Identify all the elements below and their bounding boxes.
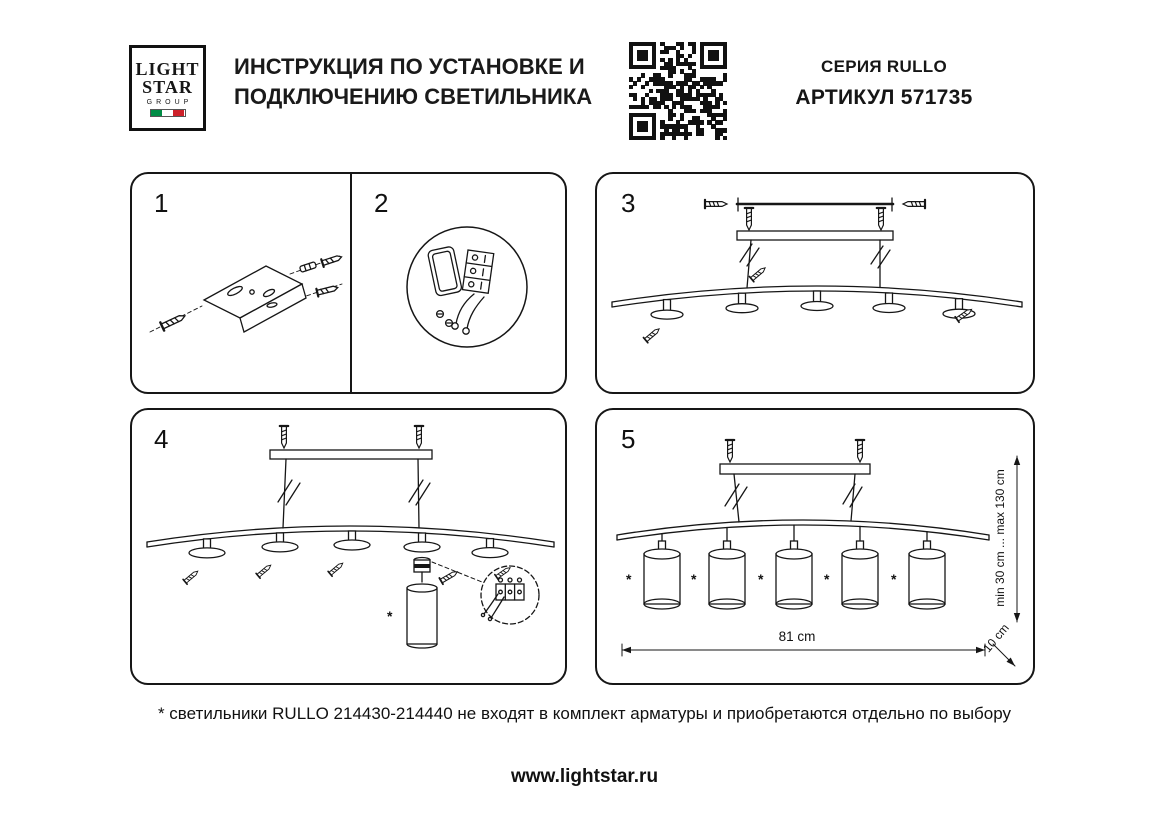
qr-finder [629,113,656,140]
track-arc [616,519,990,541]
screw-icon [278,424,290,450]
screw-icon [182,567,201,586]
asterisk-note-marker: * [387,608,393,624]
dowel-icon [299,261,317,273]
asterisk-note-marker: * [626,571,632,587]
step-4-diagram [146,424,555,649]
terminal-block [461,249,495,294]
screw-icon [438,567,461,586]
qr-finder [629,42,656,69]
lightstar-logo: LIGHT STAR GROUP [129,45,206,131]
dimension-width-label: 81 cm [778,629,816,644]
wire-connector-detail [406,226,528,348]
panel-step-5: 5 [595,408,1035,685]
screw-icon [875,206,887,232]
step-number-2: 2 [374,188,389,218]
screw-icon [413,424,425,450]
lampshade [406,583,438,649]
screw-icon [642,325,663,344]
screw-icon [724,438,736,464]
step-number-1: 1 [154,188,169,218]
panel-step-4: 4 [130,408,567,685]
article-label: АРТИКУЛ 571735 [795,86,973,109]
step-number-4: 4 [154,424,169,454]
step-number-5: 5 [621,424,636,454]
panel-step-3: 3 [595,172,1035,394]
footnote: * светильники RULLO 214430-214440 не вхо… [157,704,1012,723]
flag-stripe-red [173,110,185,116]
flag-stripe-green [150,110,162,116]
asterisk-note-marker: * [891,571,897,587]
panel-steps-1-2: 1 2 [130,172,567,394]
screw-icon [159,315,187,332]
step-5-diagram [616,438,1021,667]
italian-flag-icon [149,109,186,117]
screw-icon [901,198,927,210]
mounting-plate [269,449,433,460]
terminal-detail [480,565,540,625]
step-1-diagram [149,255,343,333]
asterisk-note-marker: * [824,571,830,587]
title-line-1: ИНСТРУКЦИЯ ПО УСТАНОВКЕ И [234,54,585,79]
lampshades [643,524,946,610]
series-label: СЕРИЯ RULLO [821,57,947,76]
mounting-plate [719,463,871,475]
step-2-diagram [406,226,528,348]
title-line-2: ПОДКЛЮЧЕНИЮ СВЕТИЛЬНИКА [234,84,593,109]
logo-group-text: GROUP [146,99,193,106]
mounting-plate [736,230,894,241]
screw-icon [854,438,866,464]
page-title: ИНСТРУКЦИЯ ПО УСТАНОВКЕ И ПОДКЛЮЧЕНИЮ СВ… [234,52,592,112]
screw-icon [255,561,274,580]
logo-light-text: LIGHT [135,59,200,79]
step-number-3: 3 [621,188,636,218]
dimension-height-label: min 30 cm ... max 130 cm [993,469,1007,607]
step-3-diagram [611,197,1023,344]
screw-icon [327,559,346,578]
qr-finder [700,42,727,69]
screw-icon [748,264,769,283]
screw-icon [320,255,343,268]
screw-icon [703,198,729,210]
asterisk-note-marker: * [691,571,697,587]
product-info: СЕРИЯ RULLO АРТИКУЛ 571735 [778,57,990,110]
mounting-bracket [202,265,307,333]
lamp-holders [650,290,976,320]
qr-code-icon [629,42,727,140]
logo-star-text: STAR [142,77,193,97]
lamp-holders [188,530,509,559]
flag-stripe-white [161,110,174,116]
screw-icon [315,285,339,298]
lamp-connector [413,556,431,583]
dimension-lines [621,455,1021,667]
panel-divider [350,174,352,392]
website-url: www.lightstar.ru [510,766,659,787]
screw-icon [743,206,755,232]
asterisk-note-marker: * [758,571,764,587]
ceiling-bracket [735,197,895,212]
